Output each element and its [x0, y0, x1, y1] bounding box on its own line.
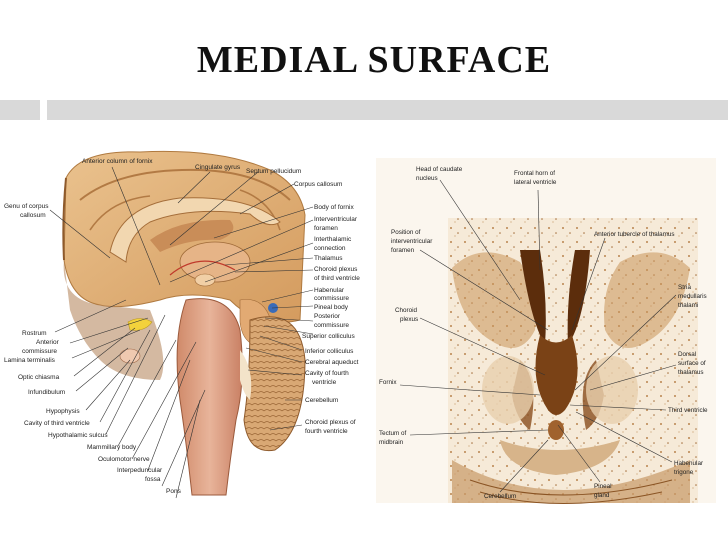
- label-cavity-fourth-line1: Cavity of fourth: [305, 370, 349, 377]
- label-rostrum: Rostrum: [22, 330, 47, 337]
- label-choroid-line2: plexus: [400, 316, 418, 323]
- label-hypophysis: Hypophysis: [46, 408, 80, 415]
- label-stria-line1: Stria: [678, 284, 691, 291]
- label-fornix: Fornix: [379, 379, 397, 386]
- label-hypothalamic-sulcus: Hypothalamic sulcus: [48, 432, 108, 439]
- label-anterior-column-of-fornix: Anterior column of fornix: [82, 158, 153, 165]
- left-brain-illustration: [62, 150, 306, 496]
- label-stria-line3: thalami: [678, 302, 698, 309]
- decorative-bar-main: [47, 100, 728, 120]
- label-genu-line1: Genu of corpus: [4, 203, 49, 210]
- label-posterior-comm-line2: commissure: [314, 322, 349, 329]
- label-position-line1: Position of: [391, 229, 421, 236]
- label-interpeduncular-line2: fossa: [145, 476, 161, 483]
- label-body-of-fornix: Body of fornix: [314, 204, 354, 211]
- label-habenular-trigone-line1: Habenular: [674, 460, 703, 467]
- label-dorsal-line2: surface of: [678, 360, 706, 367]
- label-habenular-line2: commissure: [314, 295, 349, 302]
- label-pineal-body: Pineal body: [314, 304, 349, 311]
- label-third-ventricle: Third ventricle: [668, 407, 708, 414]
- label-mammillary-body: Mammillary body: [87, 444, 137, 451]
- label-frontal-horn-line2: lateral ventricle: [514, 179, 557, 186]
- label-cavity-fourth-line2: ventricle: [312, 379, 337, 386]
- label-posterior-comm-line1: Posterior: [314, 313, 341, 320]
- label-infundibulum: Infundibulum: [28, 389, 65, 396]
- label-inferior-colliculus: Inferior colliculus: [305, 348, 354, 355]
- label-interthalamic-line2: connection: [314, 245, 346, 252]
- label-cerebellum-right: Cerebellum: [484, 493, 516, 500]
- label-choroid-third-line1: Choroid plexus: [314, 266, 358, 273]
- label-lamina-terminalis: Lamina terminalis: [4, 357, 56, 364]
- label-cavity-third: Cavity of third ventricle: [24, 420, 90, 427]
- left-figure-labels: Anterior column of fornix Cingulate gyru…: [4, 158, 360, 495]
- label-stria-line2: medullaris: [678, 293, 707, 300]
- label-interpeduncular-line1: Interpeduncular: [117, 467, 163, 474]
- label-anterior-line2: commissure: [22, 348, 57, 355]
- label-anterior-line1: Anterior: [36, 339, 60, 346]
- label-iv-foramen-line1: Interventricular: [314, 216, 358, 223]
- label-choroid-fourth-line1: Choroid plexus of: [305, 419, 356, 426]
- right-stained-section: [376, 158, 716, 504]
- label-tectum-line2: midbrain: [379, 439, 404, 446]
- label-tectum-line1: Tectum of: [379, 430, 407, 437]
- label-habenular-line1: Habenular: [314, 287, 345, 294]
- label-position-line3: foramen: [391, 247, 415, 254]
- label-frontal-horn-line1: Frontal horn of: [514, 170, 555, 177]
- label-anterior-tubercle: Anterior tubercle of thalamus: [594, 231, 675, 238]
- label-corpus-callosum: Corpus callosum: [294, 181, 342, 188]
- left-leader-lines: [49, 166, 314, 499]
- label-choroid-line1: Choroid: [395, 307, 418, 314]
- label-position-line2: interventricular: [391, 238, 432, 245]
- label-genu-line2: callosum: [20, 212, 46, 219]
- label-cerebral-aqueduct: Cerebral aqueduct: [305, 359, 359, 366]
- right-figure-labels: Head of caudate nucleus Frontal horn of …: [379, 166, 708, 500]
- label-dorsal-line1: Dorsal: [678, 351, 696, 358]
- label-habenular-trigone-line2: trigone: [674, 469, 694, 476]
- label-pineal-line1: Pineal: [594, 483, 612, 490]
- decorative-bar-left: [0, 100, 40, 120]
- slide-title: MEDIAL SURFACE: [196, 39, 552, 81]
- label-cingulate-gyrus: Cingulate gyrus: [195, 164, 241, 171]
- label-head-caudate-line1: Head of caudate: [416, 166, 463, 173]
- label-choroid-fourth-line2: fourth ventricle: [305, 428, 348, 435]
- right-leader-lines: [399, 179, 677, 493]
- label-head-caudate-line2: nucleus: [416, 175, 438, 182]
- label-pons: Pons: [166, 488, 182, 495]
- label-cerebellum-left: Cerebellum: [305, 397, 338, 404]
- label-interthalamic-line1: Interthalamic: [314, 236, 352, 243]
- label-iv-foramen-line2: foramen: [314, 225, 338, 232]
- label-superior-colliculus: Superior colliculus: [302, 333, 355, 340]
- label-choroid-third-line2: of third ventricle: [314, 275, 360, 282]
- label-oculomotor-nerve: Oculomotor nerve: [98, 456, 150, 463]
- label-septum-pellucidum: Septum pellucidum: [246, 168, 301, 175]
- label-dorsal-line3: thalamus: [678, 369, 704, 376]
- label-optic-chiasma: Optic chiasma: [18, 374, 60, 381]
- label-thalamus: Thalamus: [314, 255, 343, 262]
- label-pineal-line2: gland: [594, 492, 610, 499]
